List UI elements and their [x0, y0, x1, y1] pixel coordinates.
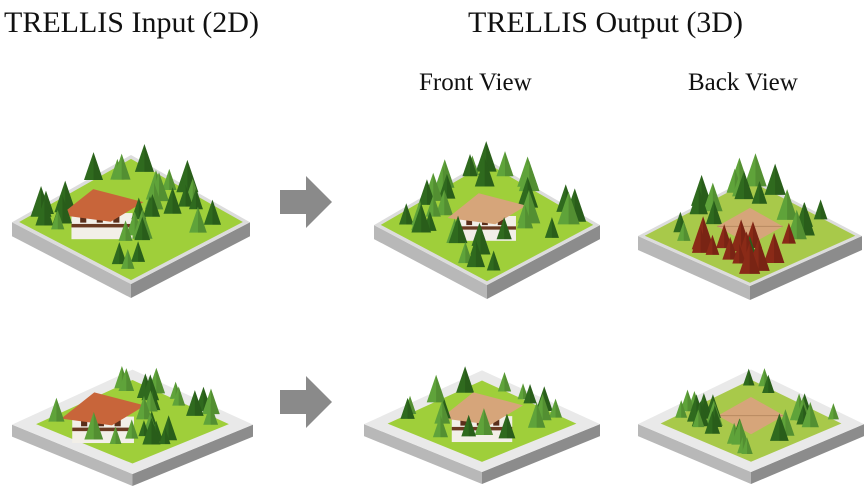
input-image-large	[10, 92, 252, 302]
back-view-render-large	[636, 142, 864, 304]
right-arrow-icon	[280, 376, 332, 428]
front-view-label: Front View	[419, 69, 532, 96]
output-heading: TRELLIS Output (3D)	[468, 6, 743, 39]
front-view-render-small	[362, 320, 602, 488]
back-view-render-small	[636, 336, 866, 488]
front-view-render-large	[372, 98, 602, 303]
back-view-label: Back View	[688, 69, 798, 96]
right-arrow-icon	[280, 176, 332, 228]
input-image-small	[10, 318, 255, 490]
input-heading: TRELLIS Input (2D)	[4, 6, 259, 39]
